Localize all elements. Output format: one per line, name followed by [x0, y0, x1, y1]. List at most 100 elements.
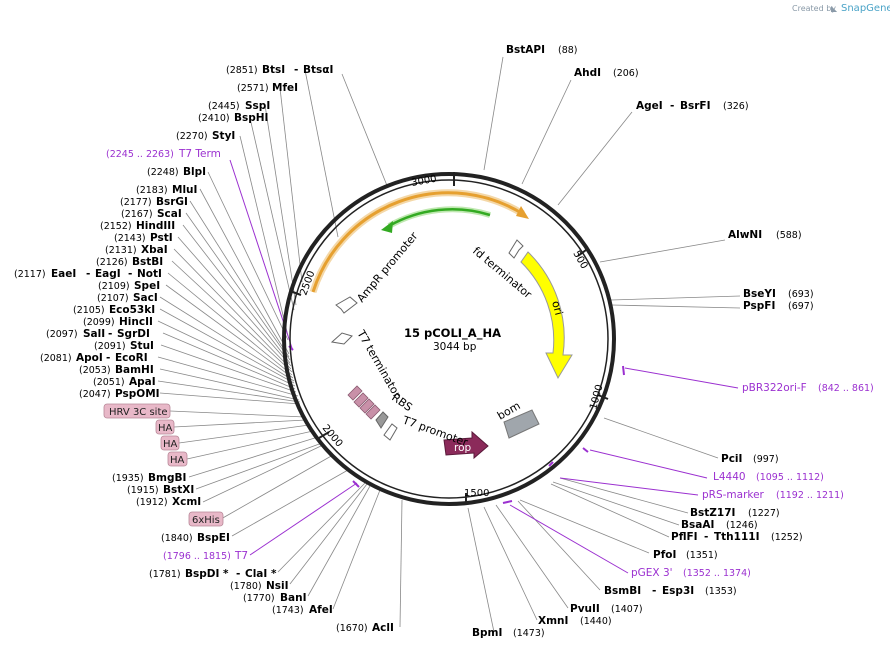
site-bspei: BspEI [197, 532, 230, 544]
site-bsphi: BspHI [234, 112, 268, 124]
site-bstz17i: BstZ17I [690, 507, 735, 519]
svg-text:-: - [128, 268, 132, 280]
site-pcii: PciI [721, 453, 742, 465]
svg-text:(2445): (2445) [208, 101, 240, 112]
snapgene-icon: ◣ [831, 4, 838, 13]
site-clai: ClaI * [245, 568, 277, 580]
site-btsi: BtsI [262, 64, 285, 76]
green-arrowhead [381, 221, 393, 233]
svg-text:-: - [652, 585, 656, 597]
right-site-labels: BstAPI (88) AhdI (206) AgeI - BsrFI (326… [472, 44, 814, 639]
svg-text:(2167): (2167) [121, 209, 153, 220]
site-psti: PstI [150, 232, 173, 244]
ampr-promoter-label: AmpR promoter [354, 229, 420, 305]
site-apoi: ApoI [76, 352, 103, 364]
site-blpi: BlpI [183, 166, 206, 178]
site-ahdi: AhdI [574, 67, 601, 79]
site-eco53ki: Eco53kI [109, 304, 155, 316]
site-pspomi: PspOMI [115, 388, 160, 400]
site-xbai: XbaI [141, 244, 168, 256]
tag-6xhis: 6xHis [192, 515, 220, 526]
site-bsmbi: BsmBI [604, 585, 641, 597]
site-xmni-pos: (1440) [580, 616, 612, 627]
svg-text:(2126): (2126) [96, 257, 128, 268]
site-pvuii-pos: (1407) [611, 604, 643, 615]
svg-text:(2270): (2270) [176, 131, 208, 142]
site-bsmbi-pos: (1353) [705, 586, 737, 597]
svg-text:(2053): (2053) [79, 365, 111, 376]
svg-text:(2143): (2143) [114, 233, 146, 244]
credit-prefix: Created by [792, 4, 836, 13]
site-bstxi: BstXI [163, 484, 194, 496]
svg-text:(2571): (2571) [237, 83, 269, 94]
svg-text:(2047): (2047) [79, 389, 111, 400]
site-bpmi-pos: (1473) [513, 628, 545, 639]
green-arc [388, 208, 491, 228]
site-sgrdi: SgrDI [117, 328, 150, 340]
site-pspfi-pos: (697) [788, 301, 814, 312]
site-bsrfi: BsrFI [680, 100, 711, 112]
primer-lines [229, 159, 739, 574]
svg-text:(2109): (2109) [98, 281, 130, 292]
site-pspfi: PspFI [743, 300, 775, 312]
site-ecori: EcoRI [115, 352, 148, 364]
svg-text:(1912): (1912) [136, 497, 168, 508]
site-pflfi: PflFI [671, 531, 698, 543]
site-bseyi-pos: (693) [788, 289, 814, 300]
tick-1500: 1500 [464, 488, 489, 499]
site-agei: AgeI [636, 100, 663, 112]
site-agei-pos: (326) [723, 101, 749, 112]
site-pfoi-pos: (1351) [686, 550, 718, 561]
tick-marks [289, 172, 609, 504]
site-mfei: MfeI [272, 82, 298, 94]
t7-promoter-glyph [383, 423, 398, 441]
tag-ha-3: HA [170, 455, 185, 466]
ampr-arc-bg [309, 189, 525, 294]
site-sspi: SspI [245, 100, 270, 112]
leader-lines [157, 56, 741, 633]
left-site-labels: (2851) BtsI - BtsαI (2571) MfeI (2445) S… [14, 64, 394, 634]
svg-text:-: - [106, 352, 110, 364]
site-nsii: NsiI [266, 580, 289, 592]
site-bsrgi: BsrGI [156, 196, 188, 208]
site-alwni: AlwNI [728, 229, 762, 241]
site-bsaai: BsaAI [681, 519, 714, 531]
plasmid-length: 3044 bp [433, 341, 477, 353]
svg-text:(2081): (2081) [40, 353, 72, 364]
tick-3000: 3000 [411, 174, 438, 189]
site-noti: NotI [137, 268, 162, 280]
svg-text:(2099): (2099) [83, 317, 115, 328]
svg-text:(1743): (1743) [272, 605, 304, 616]
bom-feature [503, 409, 540, 439]
primer-l4440-range: (1095 .. 1112) [756, 472, 824, 483]
svg-text:(2117): (2117) [14, 269, 46, 280]
primer-l4440: L4440 [713, 471, 746, 483]
t7-promoter-label: T7 promoter [400, 413, 470, 449]
site-bamhi: BamHI [115, 364, 154, 376]
site-xmni: XmnI [538, 615, 568, 627]
site-eaei: EaeI [51, 268, 76, 280]
site-xcmi: XcmI [172, 496, 201, 508]
site-bani: BanI [280, 592, 306, 604]
svg-text:(1915): (1915) [127, 485, 159, 496]
site-bstapi-pos: (88) [558, 45, 578, 56]
site-esp3i: Esp3I [662, 585, 694, 597]
primer-t7-term-range: (2245 .. 2263) [106, 149, 174, 160]
svg-text:(2183): (2183) [136, 185, 168, 196]
site-bsaai-pos: (1246) [726, 520, 758, 531]
svg-text:(1780): (1780) [230, 581, 262, 592]
tag-lines [169, 410, 334, 520]
svg-text:(2091): (2091) [94, 341, 126, 352]
svg-text:(2152): (2152) [100, 221, 132, 232]
site-hindiii: HindIII [136, 220, 175, 232]
ampr-arrowhead [516, 206, 529, 219]
svg-text:-: - [236, 568, 240, 580]
site-afei: AfeI [309, 604, 333, 616]
tag-ha-1: HA [158, 423, 173, 434]
site-pcii-pos: (997) [753, 454, 779, 465]
primer-t7-range: (1796 .. 1815) [163, 551, 231, 562]
site-bmgbi: BmgBI [148, 472, 186, 484]
ampr-promoter-glyph [335, 296, 358, 314]
t7-terminator-label: T7 terminator [354, 327, 404, 400]
site-bpmi: BpmI [472, 627, 502, 639]
